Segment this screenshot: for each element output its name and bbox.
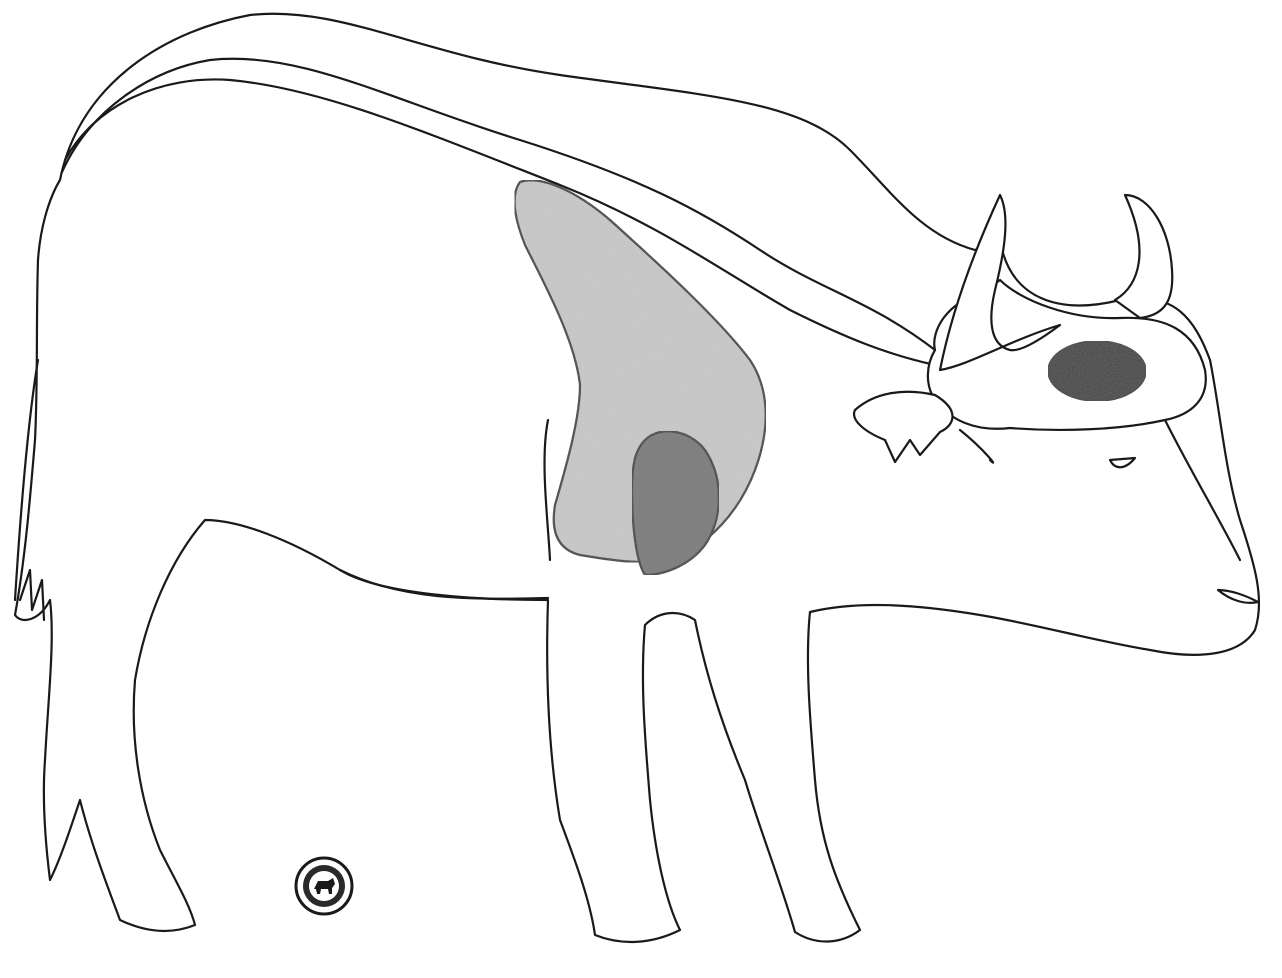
head-zone (1048, 341, 1146, 401)
right-horn-outline (1115, 195, 1172, 318)
circular-seal-icon (296, 858, 352, 914)
